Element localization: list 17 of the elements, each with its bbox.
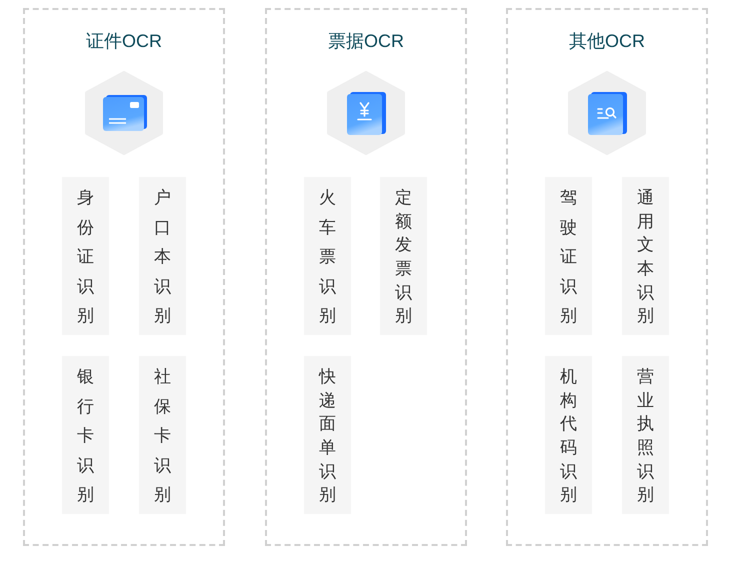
category-panel	[23, 8, 225, 546]
category-panel	[506, 8, 708, 546]
panel-title: 其他OCR	[569, 30, 645, 52]
ocr-type-label: 社保卡识别	[154, 366, 171, 506]
ocr-type-label: 户口本识别	[154, 187, 171, 328]
panel-title: 票据OCR	[328, 30, 404, 52]
ocr-type-label: 快递面单识别	[319, 366, 336, 506]
ocr-type-label: 通用文本识别	[637, 187, 654, 328]
ocr-type-label: 定额发票识别	[395, 187, 412, 328]
ocr-type-label: 银行卡识别	[77, 366, 94, 506]
ocr-type-label: 身份证识别	[77, 187, 94, 328]
ocr-type-label: 营业执照识别	[637, 366, 654, 506]
panel-title: 证件OCR	[86, 30, 162, 52]
ocr-type-label: 火车票识别	[319, 187, 336, 328]
category-panel	[265, 8, 467, 546]
ocr-type-label: 机构代码识别	[560, 366, 577, 506]
ocr-type-label: 驾驶证识别	[560, 187, 577, 328]
